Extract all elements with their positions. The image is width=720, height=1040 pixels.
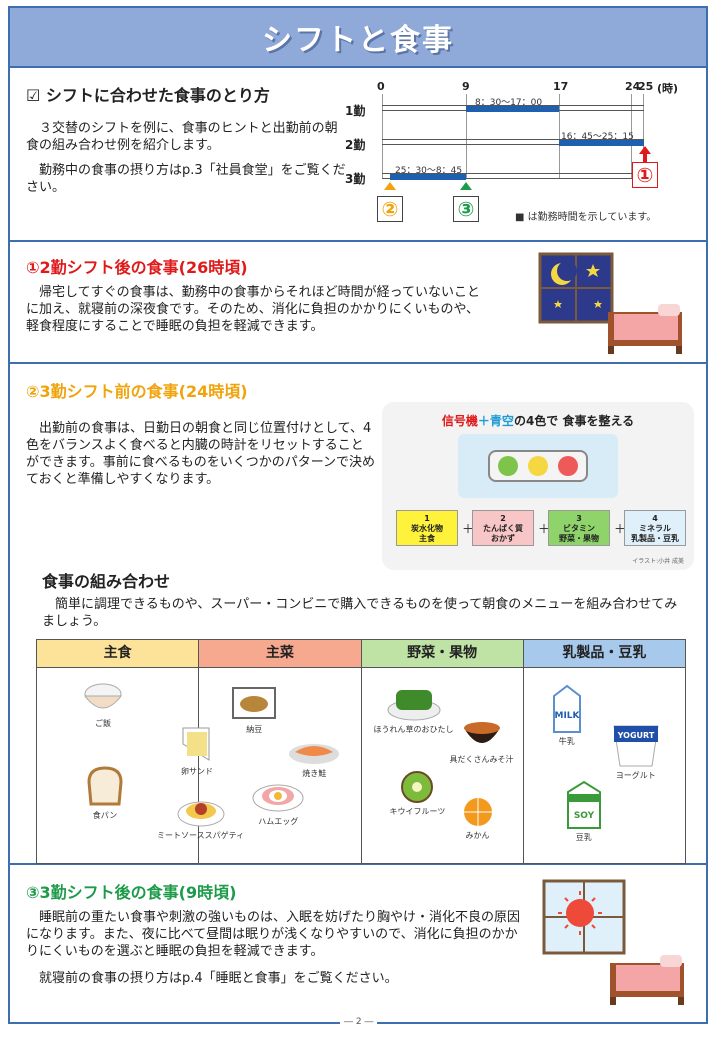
row-label-2: 2勤 bbox=[345, 138, 366, 152]
food-table: 主食 主菜 野菜・果物 乳製品・豆乳 ご飯 食パン ミートソーススパゲティ bbox=[36, 639, 686, 864]
sandwich-icon bbox=[182, 727, 210, 761]
milk-carton-icon: MILK bbox=[552, 684, 581, 733]
category-vitamin: 3 ビタミン 野菜・果物 bbox=[548, 510, 610, 546]
section3-text2: 就寝前の食事の摂り方はp.4「睡眠と食事」をご覧ください。 bbox=[39, 971, 398, 986]
hour-9: 9 bbox=[462, 80, 470, 93]
col-dairy: MILK 牛乳 YOGURT ヨーグルト SOY 豆乳 bbox=[524, 668, 685, 864]
arrow-3-icon bbox=[460, 182, 472, 190]
marker-2: ② bbox=[377, 196, 403, 222]
rice-bowl-icon bbox=[83, 683, 123, 709]
soy-milk-carton-icon: SOY bbox=[566, 780, 601, 829]
bread-icon bbox=[87, 766, 123, 806]
arrow-1-icon bbox=[639, 146, 651, 154]
signal-panel: 信号機＋青空の4色で 食事を整える 1 炭水化物 主食 ＋ 2 たんぱく質 おか… bbox=[382, 402, 694, 570]
food-milk: MILK 牛乳 bbox=[550, 684, 584, 747]
traffic-light-icon bbox=[488, 450, 588, 482]
signal-title-a: 信号機 bbox=[441, 414, 478, 428]
food-table-header: 主食 主菜 野菜・果物 乳製品・豆乳 bbox=[37, 640, 685, 668]
row-label-1: 1勤 bbox=[345, 104, 366, 118]
spinach-icon bbox=[387, 690, 440, 721]
hour-24: 24 bbox=[625, 80, 641, 93]
natto-icon bbox=[232, 687, 277, 719]
page-title: シフトと食事 bbox=[262, 23, 454, 58]
section3-heading: ③3勤シフト後の食事(9時頃) bbox=[26, 883, 237, 902]
col-staple: ご飯 食パン ミートソーススパゲティ 卵サンド bbox=[37, 668, 244, 864]
food-spinach: ほうれん草のおひたし bbox=[374, 682, 454, 735]
hour-25: 25 bbox=[638, 80, 654, 93]
food-mikan: みかん bbox=[458, 796, 498, 841]
category-carbs: 1 炭水化物 主食 bbox=[396, 510, 458, 546]
ham-egg-icon bbox=[252, 784, 304, 812]
food-miso-soup: 具だくさんみそ汁 bbox=[450, 716, 514, 765]
signal-title-c: の4色で 食事を整える bbox=[513, 414, 635, 428]
food-yogurt: YOGURT ヨーグルト bbox=[610, 722, 662, 781]
shift-timeline: 0 9 17 24 25 (時) 1勤 8：30〜17：00 2勤 16：45〜… bbox=[345, 78, 695, 238]
illustration-credit: イラスト:小井 成美 bbox=[632, 558, 684, 565]
shift-bar-1 bbox=[466, 106, 559, 112]
marker-1: ① bbox=[632, 162, 658, 188]
header-staple: 主食 bbox=[37, 640, 200, 667]
shift-bar-3 bbox=[390, 174, 466, 180]
food-kiwi: キウイフルーツ bbox=[390, 770, 445, 817]
food-natto: 納豆 bbox=[229, 682, 279, 735]
salmon-icon bbox=[289, 744, 340, 764]
shift-text: ☑ シフトに合わせた食事のとり方 ３交替のシフトを例に、食事のヒントと出勤前の朝… bbox=[26, 82, 346, 196]
section-1: ①2勤シフト後の食事(26時頃) 帰宅してすぐの食事は、勤務中の食事からそれほど… bbox=[10, 242, 706, 364]
header-dairy: 乳製品・豆乳 bbox=[523, 640, 685, 667]
checkbox-icon: ☑ bbox=[26, 86, 41, 105]
page-number: ― 2 ― bbox=[340, 1017, 378, 1027]
shift-range-2: 16：45〜25：15 bbox=[561, 132, 634, 142]
miso-soup-icon bbox=[463, 722, 500, 743]
spaghetti-icon bbox=[177, 801, 225, 827]
signal-title-b: 青空 bbox=[489, 414, 514, 428]
timeline-legend: ■ は勤務時間を示しています。 bbox=[515, 212, 657, 223]
row-label-3: 3勤 bbox=[345, 172, 366, 186]
category-protein: 2 たんぱく質 おかず bbox=[472, 510, 534, 546]
food-bread: 食パン bbox=[83, 764, 127, 821]
food-soy-milk: SOY 豆乳 bbox=[564, 780, 604, 843]
shift-para2: 勤務中の食事の摂り方はp.3「社員食堂」をご覧ください。 bbox=[26, 163, 346, 195]
arrow-2-icon bbox=[384, 182, 396, 190]
section-3: ③3勤シフト後の食事(9時頃) 睡眠前の重たい食事や刺激の強いものは、入眠を妨げ… bbox=[10, 865, 706, 1022]
header-main: 主菜 bbox=[199, 640, 362, 667]
yogurt-cup-icon: YOGURT bbox=[613, 725, 659, 767]
section2-heading: ②3勤シフト前の食事(24時頃) bbox=[26, 382, 248, 401]
shift-section: ☑ シフトに合わせた食事のとり方 ３交替のシフトを例に、食事のヒントと出勤前の朝… bbox=[10, 70, 706, 242]
category-mineral: 4 ミネラル 乳製品・豆乳 bbox=[624, 510, 686, 546]
page-title-bar: シフトと食事 bbox=[10, 8, 706, 68]
shift-range-1: 8：30〜17：00 bbox=[475, 98, 543, 108]
food-egg-sandwich: 卵サンド bbox=[179, 724, 215, 777]
col-main: 納豆 焼き鮭 ハムエッグ bbox=[199, 668, 362, 864]
hour-17: 17 bbox=[553, 80, 569, 93]
col-veg: ほうれん草のおひたし 具だくさんみそ汁 キウイフルーツ みかん bbox=[362, 668, 524, 864]
section3-text: 睡眠前の重たい食事や刺激の強いものは、入眠を妨げたり胸やけ・消化不良の原因になり… bbox=[26, 910, 521, 959]
hour-0: 0 bbox=[377, 80, 385, 93]
header-veg: 野菜・果物 bbox=[361, 640, 524, 667]
soy-label: SOY bbox=[574, 811, 595, 821]
shift-bar-2 bbox=[559, 140, 644, 146]
milk-label: MILK bbox=[554, 711, 580, 721]
shift-para1: ３交替のシフトを例に、食事のヒントと出勤前の朝食の組み合わせ例を紹介します。 bbox=[26, 121, 338, 153]
kiwi-icon bbox=[401, 771, 434, 803]
shift-heading: シフトに合わせた食事のとり方 bbox=[45, 86, 270, 105]
moon-bedroom-illustration bbox=[538, 252, 682, 354]
combo-heading: 食事の組み合わせ bbox=[42, 572, 171, 591]
food-spaghetti: ミートソーススパゲティ bbox=[157, 796, 244, 841]
food-ham-egg: ハムエッグ bbox=[251, 780, 305, 827]
yogurt-label: YOGURT bbox=[616, 731, 654, 740]
mikan-icon bbox=[463, 798, 492, 826]
food-rice: ご飯 bbox=[81, 680, 125, 729]
section2-text: 出勤前の食事は、日勤日の朝食と同じ位置付けとして、4色をバランスよく食べると内臓… bbox=[26, 421, 376, 487]
section1-text: 帰宅してすぐの食事は、勤務中の食事からそれほど時間が経っていないことに加え、就寝… bbox=[26, 285, 480, 334]
hour-unit: (時) bbox=[657, 82, 679, 95]
section1-heading: ①2勤シフト後の食事(26時頃) bbox=[26, 258, 248, 277]
marker-3: ③ bbox=[453, 196, 479, 222]
sun-bedroom-illustration bbox=[542, 879, 684, 1005]
food-salmon: 焼き鮭 bbox=[287, 738, 341, 779]
section-2: ②3勤シフト前の食事(24時頃) 出勤前の食事は、日勤日の朝食と同じ位置付けとし… bbox=[10, 364, 706, 865]
combo-text: 簡単に調理できるものや、スーパー・コンビニで購入できるものを使って朝食のメニュー… bbox=[42, 597, 678, 629]
shift-range-3: 25：30〜8：45 bbox=[395, 166, 463, 176]
